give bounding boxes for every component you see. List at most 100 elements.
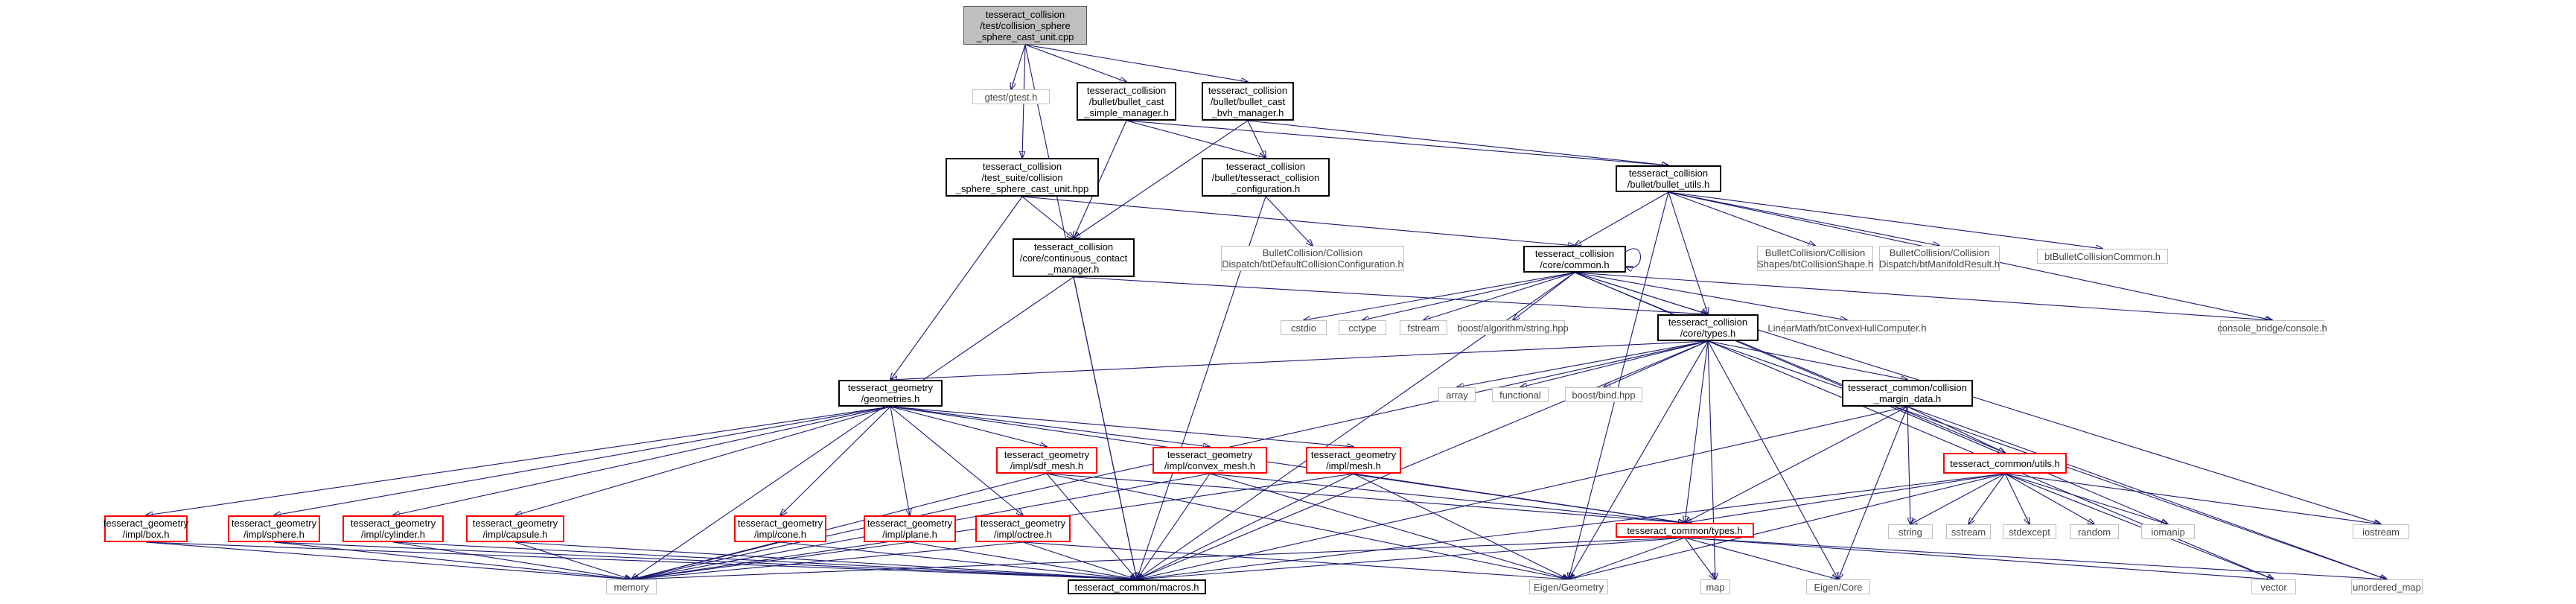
- edge-core-common-to-cctype: [1362, 272, 1575, 320]
- node-collision-margin[interactable]: tesseract_common/collision _margin_data.…: [1842, 380, 1973, 407]
- node-boost-bind[interactable]: boost/bind.hpp: [1565, 387, 1642, 402]
- node-eigen-geometry[interactable]: Eigen/Geometry: [1529, 579, 1608, 594]
- node-plane[interactable]: tesseract_geometry /impl/plane.h: [864, 515, 956, 542]
- edge-core-types-to-common-types: [1685, 340, 1709, 523]
- edge-core-common-to-boost-string: [1513, 272, 1575, 320]
- edge-bullet-cast-bvh-to-tess-collision-cfg: [1247, 120, 1266, 158]
- edge-geometries-to-octree: [890, 406, 1023, 515]
- node-capsule[interactable]: tesseract_geometry /impl/capsule.h: [466, 515, 564, 542]
- edge-cone-to-macros: [780, 541, 1137, 579]
- node-gtest[interactable]: gtest/gtest.h: [972, 89, 1050, 104]
- node-bt-default-cfg[interactable]: BulletCollision/Collision Dispatch/btDef…: [1221, 246, 1404, 271]
- node-bt-manifold[interactable]: BulletCollision/Collision Dispatch/btMan…: [1879, 246, 2000, 271]
- node-common-types[interactable]: tesseract_common/types.h: [1616, 523, 1754, 538]
- node-utils[interactable]: tesseract_common/utils.h: [1943, 453, 2067, 474]
- node-bt-convex-hull[interactable]: LinearMath/btConvexHullComputer.h: [1767, 320, 1927, 335]
- edge-geometries-to-box: [146, 406, 891, 515]
- edge-geometries-to-cylinder: [393, 406, 891, 515]
- edge-core-types-to-array: [1457, 340, 1709, 387]
- node-cone[interactable]: tesseract_geometry /impl/cone.h: [734, 515, 826, 542]
- edge-bullet-utils-to-core-types: [1668, 191, 1708, 314]
- edge-core-common-self-loop: [1626, 248, 1641, 267]
- edge-sdf-mesh-to-eigen-geometry: [1046, 473, 1569, 579]
- node-macros[interactable]: tesseract_common/macros.h: [1068, 579, 1206, 594]
- edge-core-common-to-cstdio: [1304, 272, 1575, 320]
- node-iostream[interactable]: iostream: [2353, 524, 2409, 539]
- node-box[interactable]: tesseract_geometry /impl/box.h: [103, 515, 188, 542]
- edge-box-to-macros: [145, 541, 1137, 579]
- edge-common-types-to-macros: [1137, 537, 1686, 579]
- node-core-common[interactable]: tesseract_collision /core/common.h: [1523, 246, 1626, 273]
- node-test-suite[interactable]: tesseract_collision /test_suite/collisio…: [946, 158, 1099, 197]
- node-sphere[interactable]: tesseract_geometry /impl/sphere.h: [228, 515, 320, 542]
- edge-geometries-to-cone: [780, 406, 891, 515]
- edge-common-types-to-eigen-core: [1684, 537, 1838, 579]
- edge-continuous-contact-to-core-types: [1073, 276, 1708, 314]
- edge-octree-to-eigen-geometry: [1022, 541, 1569, 579]
- node-eigen-core[interactable]: Eigen/Core: [1806, 579, 1870, 594]
- node-cylinder[interactable]: tesseract_geometry /impl/cylinder.h: [342, 515, 444, 542]
- edge-sdf-mesh-to-common-types: [1046, 473, 1685, 523]
- edge-bullet-cast-bvh-to-continuous-contact: [1074, 120, 1249, 238]
- node-core-types[interactable]: tesseract_collision /core/types.h: [1657, 314, 1759, 341]
- node-array[interactable]: array: [1438, 387, 1476, 402]
- node-continuous-contact[interactable]: tesseract_collision /core/continuous_con…: [1013, 238, 1135, 277]
- edge-core-types-to-boost-bind: [1604, 340, 1709, 387]
- node-geometries[interactable]: tesseract_geometry /geometries.h: [838, 380, 943, 407]
- edge-continuous-contact-to-macros: [1073, 276, 1137, 579]
- node-sdf-mesh[interactable]: tesseract_geometry /impl/sdf_mesh.h: [996, 447, 1097, 474]
- node-bt-collision-shape[interactable]: BulletCollision/Collision Shapes/btColli…: [1756, 246, 1874, 271]
- node-bullet-cast-simple[interactable]: tesseract_collision /bullet/bullet_cast …: [1077, 82, 1176, 121]
- edge-utils-to-vector: [2004, 473, 2274, 579]
- node-iomanip[interactable]: iomanip: [2141, 524, 2195, 539]
- edge-test-suite-to-continuous-contact: [1021, 196, 1074, 238]
- node-sstream[interactable]: sstream: [1946, 524, 1991, 539]
- node-map[interactable]: map: [1700, 579, 1730, 594]
- edge-cylinder-to-macros: [392, 541, 1137, 579]
- node-functional[interactable]: functional: [1492, 387, 1549, 402]
- edge-root-to-bullet-cast-bvh: [1024, 44, 1248, 82]
- edge-common-types-to-vector: [1684, 537, 2274, 579]
- node-root[interactable]: tesseract_collision /test/collision_sphe…: [963, 6, 1087, 45]
- node-tess-collision-cfg[interactable]: tesseract_collision /bullet/tesseract_co…: [1202, 158, 1330, 197]
- edge-collision-margin-to-string: [1907, 406, 1910, 524]
- edge-geometries-to-capsule: [515, 406, 891, 515]
- edge-collision-margin-to-macros: [1137, 406, 1908, 579]
- node-convex-mesh[interactable]: tesseract_geometry /impl/convex_mesh.h: [1152, 447, 1267, 474]
- edge-utils-to-eigen-geometry: [1569, 473, 2006, 579]
- edge-mesh-to-macros: [1137, 473, 1354, 579]
- node-bullet-cast-bvh[interactable]: tesseract_collision /bullet/bullet_cast …: [1202, 82, 1294, 121]
- edge-geometries-to-mesh: [890, 406, 1354, 447]
- edge-capsule-to-memory: [514, 541, 631, 579]
- node-octree[interactable]: tesseract_geometry /impl/octree.h: [975, 515, 1071, 542]
- edge-root-to-bullet-cast-simple: [1024, 44, 1126, 82]
- edge-core-common-to-console-bridge: [1574, 272, 2272, 320]
- edge-convex-mesh-to-eigen-geometry: [1209, 473, 1569, 579]
- edge-utils-to-stdexcept: [2004, 473, 2030, 524]
- edge-common-types-to-memory: [631, 537, 1686, 579]
- node-fstream[interactable]: fstream: [1400, 320, 1447, 335]
- edge-collision-margin-to-common-types: [1685, 406, 1908, 523]
- edge-mesh-to-common-types: [1353, 473, 1685, 523]
- edge-root-to-gtest: [1011, 44, 1026, 89]
- node-bt-common[interactable]: btBulletCollisionCommon.h: [2037, 249, 2168, 264]
- node-bullet-utils[interactable]: tesseract_collision /bullet/bullet_utils…: [1616, 165, 1721, 192]
- edge-bullet-utils-to-bt-common: [1668, 191, 2102, 249]
- edge-tess-collision-cfg-to-bt-default-cfg: [1265, 196, 1313, 246]
- node-vector[interactable]: vector: [2251, 579, 2296, 594]
- node-boost-string[interactable]: boost/algorithm/string.hpp: [1457, 320, 1569, 335]
- edge-core-common-to-fstream: [1424, 272, 1575, 320]
- node-stdexcept[interactable]: stdexcept: [2003, 524, 2056, 539]
- node-memory[interactable]: memory: [606, 579, 657, 594]
- node-mesh[interactable]: tesseract_geometry /impl/mesh.h: [1306, 447, 1401, 474]
- node-cctype[interactable]: cctype: [1339, 320, 1386, 335]
- node-cstdio[interactable]: cstdio: [1281, 320, 1327, 335]
- node-random[interactable]: random: [2070, 524, 2119, 539]
- edge-bullet-cast-bvh-to-bullet-utils: [1247, 120, 1668, 165]
- node-unordered-map[interactable]: unordered_map: [2351, 579, 2423, 594]
- node-console-bridge[interactable]: console_bridge/console.h: [2217, 320, 2327, 335]
- edge-utils-to-macros: [1137, 473, 2006, 579]
- edge-convex-mesh-to-common-types: [1209, 473, 1685, 523]
- node-string[interactable]: string: [1888, 524, 1933, 539]
